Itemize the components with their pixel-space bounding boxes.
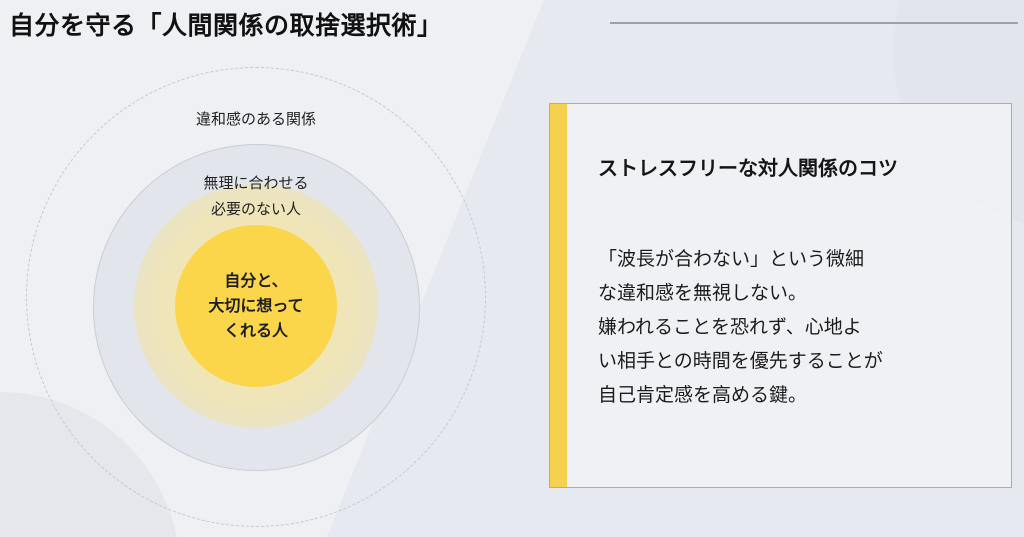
outer-ring-label-line: 違和感のある関係 [195, 110, 316, 128]
core-label-line: 自分と、 [224, 271, 288, 290]
outer-ring-label: 違和感のある関係 [156, 108, 356, 129]
page-title: 自分を守る「人間関係の取捨選択術」 [9, 11, 443, 40]
card-body-line: な違和感を無視しない。 [598, 282, 808, 304]
card-body-line: い相手との時間を優先することが [598, 350, 883, 372]
outer-ring-dashed [26, 67, 486, 527]
card-body: 「波長が合わない」という微細 な違和感を無視しない。 嫌われることを恐れず、心地… [598, 242, 998, 412]
middle-ring-label-line: 無理に合わせる [203, 174, 309, 192]
card-body-line: 「波長が合わない」という微細 [598, 248, 865, 270]
concentric-circle-diagram: 違和感のある関係 無理に合わせる 必要のない人 自分と、 大切に想って くれる人 [26, 67, 486, 527]
tips-card: ストレスフリーな対人関係のコツ 「波長が合わない」という微細 な違和感を無視しな… [549, 103, 1012, 488]
middle-ring-label: 無理に合わせる 必要のない人 [156, 170, 356, 222]
core-label-line: 大切に想って [208, 296, 304, 315]
card-body-line: 嫌われることを恐れず、心地よ [598, 316, 862, 338]
card-accent-bar [550, 104, 567, 487]
middle-ring-label-line: 必要のない人 [210, 200, 301, 218]
header-divider [610, 22, 1018, 24]
core-circle-label: 自分と、 大切に想って くれる人 [176, 268, 336, 343]
core-circle [175, 225, 337, 387]
card-title: ストレスフリーな対人関係のコツ [598, 156, 898, 180]
core-label-line: くれる人 [223, 321, 288, 340]
card-body-line: 自己肯定感を高める鍵。 [598, 384, 808, 406]
